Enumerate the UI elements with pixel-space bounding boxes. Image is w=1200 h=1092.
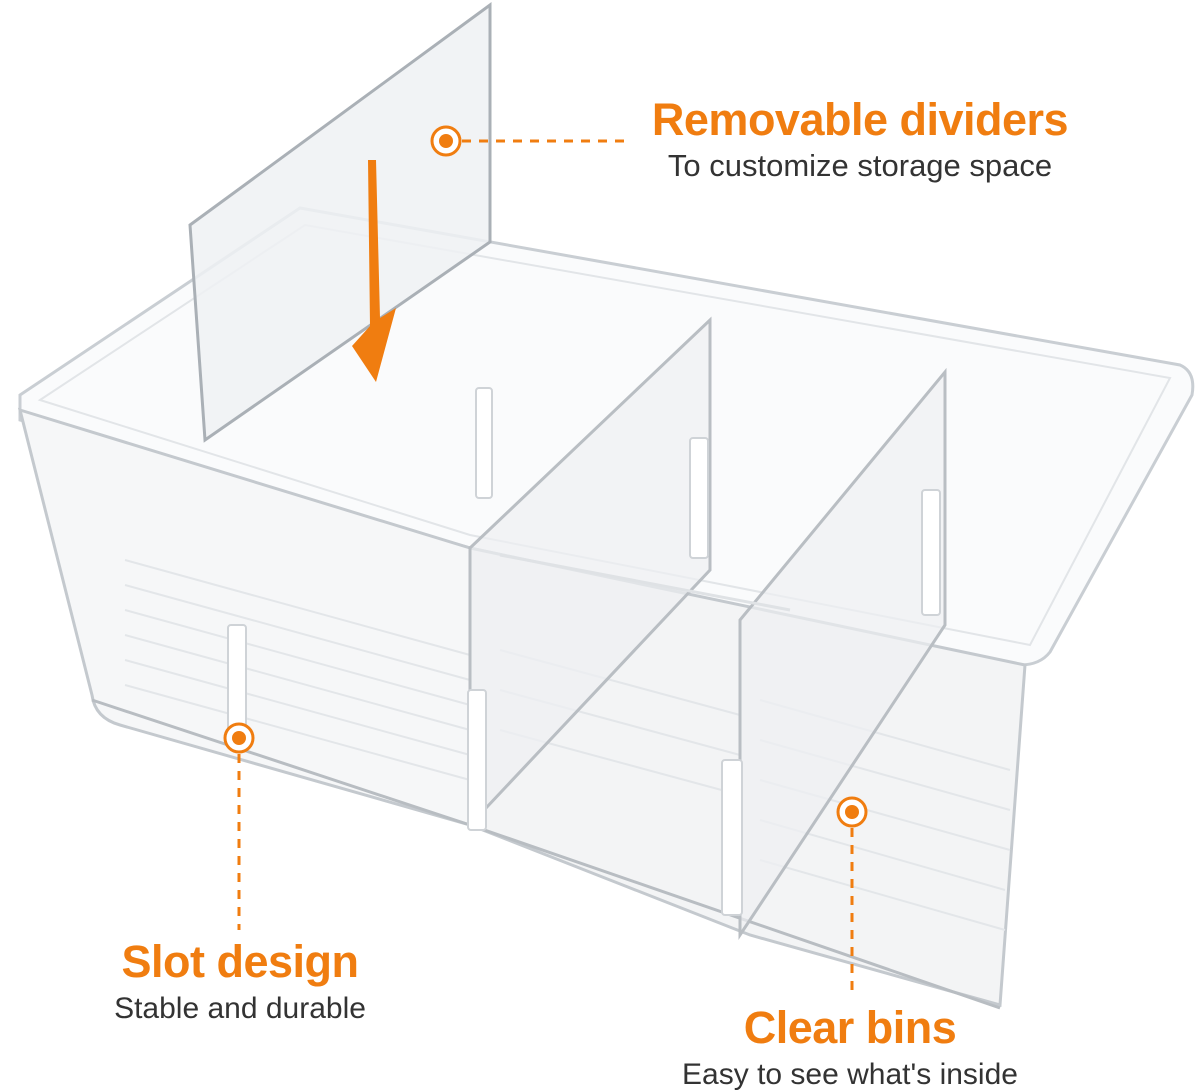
- callout-subtitle: Easy to see what's inside: [682, 1058, 1018, 1091]
- removable-divider: [188, 2, 492, 443]
- divider-slots: [227, 387, 941, 916]
- callout-title: Slot design: [121, 936, 359, 987]
- callout-title: Removable dividers: [651, 94, 1069, 145]
- callout-title: Clear bins: [743, 1002, 957, 1053]
- internal-dividers: [468, 316, 947, 940]
- marker-clear-icon: [836, 796, 868, 828]
- callout-removable-dividers: Removable dividers To customize storage …: [630, 94, 1090, 184]
- callout-slot-design: Slot design Stable and durable: [60, 936, 420, 1026]
- marker-dividers-icon: [430, 125, 462, 157]
- callout-clear-bins: Clear bins Easy to see what's inside: [640, 1002, 1060, 1092]
- marker-slot-icon: [223, 722, 255, 754]
- arrow-down-icon: [352, 160, 396, 382]
- callout-subtitle: Stable and durable: [114, 992, 366, 1025]
- callout-subtitle: To customize storage space: [667, 148, 1053, 183]
- callout-leaders: [237, 139, 854, 998]
